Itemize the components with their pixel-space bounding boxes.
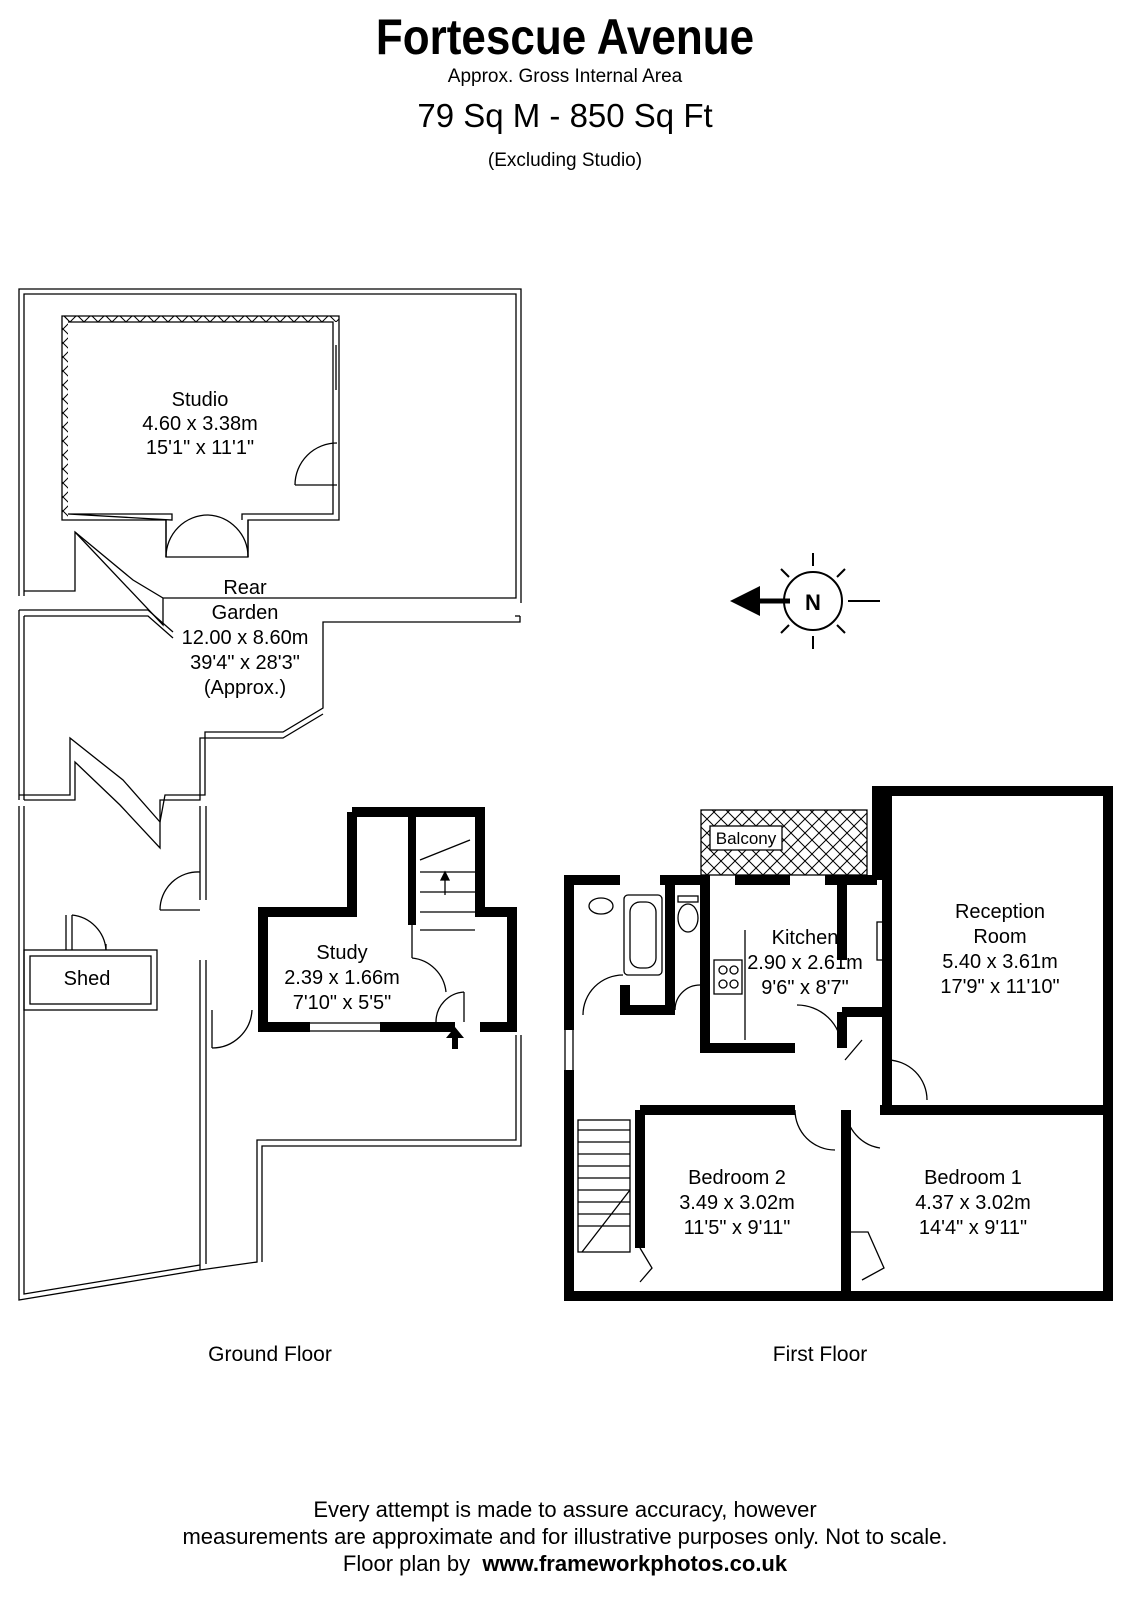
studio-metric: 4.60 x 3.38m xyxy=(142,413,258,435)
garden-name-1: Rear xyxy=(223,577,267,599)
ground-floor-label: Ground Floor xyxy=(208,1343,332,1366)
area-note: (Excluding Studio) xyxy=(487,150,643,171)
kitchen-metric: 2.90 x 2.61m xyxy=(747,952,863,974)
reception-imperial: 17'9" x 11'10" xyxy=(940,976,1060,998)
bedroom1-imperial: 14'4" x 9'11" xyxy=(918,1217,1028,1239)
bedroom1-metric: 4.37 x 3.02m xyxy=(915,1192,1031,1214)
area-caption: Approx. Gross Internal Area xyxy=(447,66,683,87)
garden-note: (Approx.) xyxy=(203,677,287,699)
bedroom2-label: Bedroom 2 3.49 x 3.02m 11'5" x 9'11" xyxy=(662,1166,812,1241)
study-details xyxy=(310,839,475,1032)
disclaimer-line-2: measurements are approximate and for ill… xyxy=(182,1524,948,1549)
studio-label: Studio 4.60 x 3.38m 15'1" x 11'1" xyxy=(120,388,280,460)
study-metric: 2.39 x 1.66m xyxy=(284,967,400,989)
reception-name-1: Reception xyxy=(954,901,1046,923)
first-floor-label: First Floor xyxy=(772,1343,868,1366)
garden-imperial: 39'4" x 28'3" xyxy=(190,652,300,674)
shed-label: Shed xyxy=(63,968,111,990)
area-value: 79 Sq M - 850 Sq Ft xyxy=(417,97,713,134)
study-label: Study 2.39 x 1.66m 7'10" x 5'5" xyxy=(268,941,416,1016)
garden-name-2: Garden xyxy=(211,602,279,624)
kitchen-imperial: 9'6" x 8'7" xyxy=(761,977,849,999)
credit-link[interactable]: www.frameworkphotos.co.uk xyxy=(482,1551,788,1576)
credit-prefix: Floor plan by xyxy=(342,1551,471,1576)
bedroom2-name: Bedroom 2 xyxy=(688,1167,786,1189)
reception-name-2: Room xyxy=(973,926,1027,948)
shed-outline xyxy=(23,914,158,1011)
balcony-label: Balcony xyxy=(715,829,777,848)
ground-floor-plan xyxy=(18,288,522,1301)
studio-name: Studio xyxy=(171,389,229,411)
garden-boundary xyxy=(18,288,522,1301)
disclaimer-line-1: Every attempt is made to assure accuracy… xyxy=(313,1497,817,1522)
studio-walls xyxy=(61,315,340,558)
reception-label: Reception Room 5.40 x 3.61m 17'9" x 11'1… xyxy=(920,900,1080,1000)
bedroom1-name: Bedroom 1 xyxy=(924,1167,1022,1189)
bedroom1-label: Bedroom 1 4.37 x 3.02m 14'4" x 9'11" xyxy=(898,1166,1048,1241)
kitchen-name: Kitchen xyxy=(771,927,839,949)
plan-title: Fortescue Avenue xyxy=(375,9,755,65)
reception-metric: 5.40 x 3.61m xyxy=(942,951,1058,973)
study-name: Study xyxy=(316,942,368,964)
compass-north-label: N xyxy=(805,590,821,615)
first-floor-plan xyxy=(564,786,1113,1301)
bedroom2-metric: 3.49 x 3.02m xyxy=(679,1192,795,1214)
credit-line: Floor plan by www.frameworkphotos.co.uk xyxy=(0,1551,1130,1577)
garden-metric: 12.00 x 8.60m xyxy=(181,627,309,649)
entrance-arrow-icon xyxy=(446,1027,464,1049)
compass-icon xyxy=(730,553,880,649)
bedroom2-imperial: 11'5" x 9'11" xyxy=(683,1217,791,1239)
garden-label: Rear Garden 12.00 x 8.60m 39'4" x 28'3" … xyxy=(170,576,320,701)
kitchen-label: Kitchen 2.90 x 2.61m 9'6" x 8'7" xyxy=(735,926,875,1001)
study-walls xyxy=(258,807,517,1032)
studio-imperial: 15'1" x 11'1" xyxy=(145,437,255,459)
study-imperial: 7'10" x 5'5" xyxy=(292,992,392,1014)
